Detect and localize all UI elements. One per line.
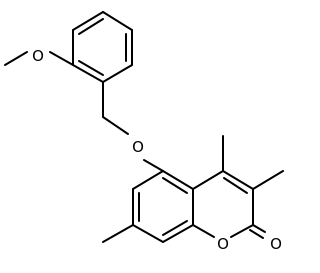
bond (102, 64, 133, 83)
methoxybenzyl-group (4, 11, 133, 135)
carbonyl-oxygen-label: O (270, 235, 282, 253)
atom-labels: O O O O (32, 47, 282, 253)
bond (132, 170, 164, 190)
coumarin-core (102, 135, 284, 243)
bond (192, 224, 215, 238)
bond (72, 11, 104, 31)
bond (192, 170, 224, 190)
bond (252, 224, 266, 233)
bond (102, 224, 134, 243)
ether-oxygen-label: O (132, 138, 144, 156)
bond (72, 64, 104, 83)
chemical-structure-diagram: O O O O (4, 11, 284, 253)
bond (162, 220, 188, 236)
bond (132, 224, 164, 243)
bond (162, 177, 188, 194)
ring-oxygen-label: O (217, 235, 229, 253)
bond (252, 170, 284, 190)
bond (78, 60, 104, 76)
bond (162, 224, 194, 243)
bond (102, 11, 133, 31)
bond (4, 51, 28, 66)
bond (223, 177, 248, 194)
bond (162, 170, 194, 190)
bond (249, 229, 264, 239)
bond (143, 159, 164, 172)
methoxy-oxygen-label: O (32, 47, 44, 65)
bond (102, 116, 129, 135)
bond (49, 51, 74, 66)
bond (78, 18, 104, 35)
bond (222, 170, 254, 190)
bond (230, 224, 254, 238)
